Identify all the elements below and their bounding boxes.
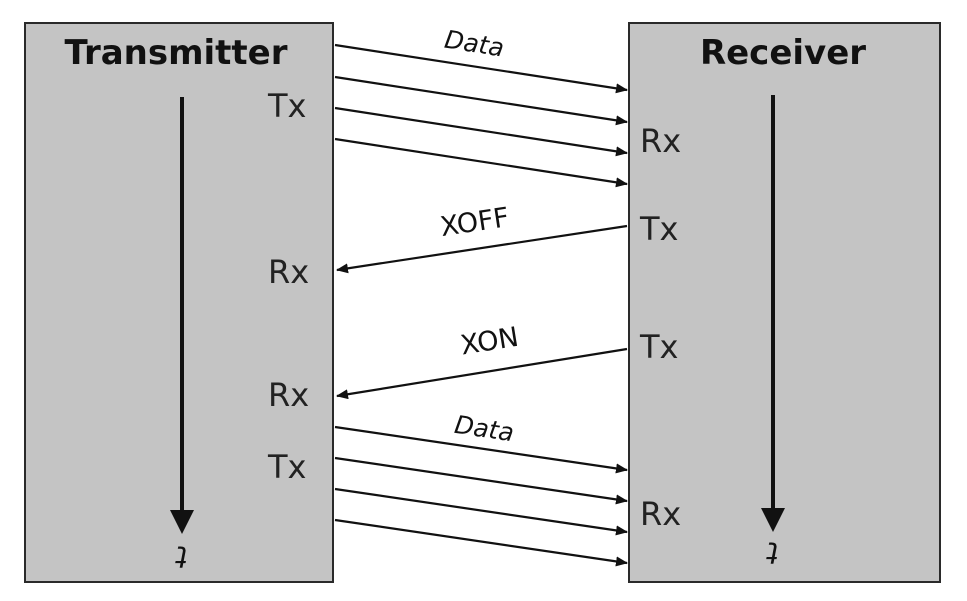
transmitter-port-rx-2: Rx [268,376,309,414]
data-arrow [334,518,628,567]
data-label-1: Data [443,25,506,63]
transmitter-port-tx-2: Tx [267,448,306,486]
data-arrow [334,456,628,505]
data-arrow [334,137,628,188]
data-arrow [334,425,628,474]
transmitter-time-label: t [175,539,188,574]
receiver-port-tx-2: Tx [639,328,678,366]
receiver-time-label: t [766,535,779,570]
receiver-time-arrowhead [761,508,785,532]
data-arrow [334,487,628,536]
receiver-box [628,22,941,583]
data-burst-2 [334,425,628,567]
transmitter-time-arrowhead [170,510,194,534]
data-burst-1 [334,43,628,188]
transmitter-port-rx-1: Rx [268,253,309,291]
transmitter-port-tx-1: Tx [267,87,306,125]
xoff-arrow [336,224,628,274]
receiver-port-rx-1: Rx [640,122,681,160]
transmitter-title: Transmitter [64,33,287,73]
receiver-title: Receiver [700,33,866,73]
receiver-port-tx-1: Tx [639,210,678,248]
xoff-label: XOFF [438,202,511,243]
data-arrow [334,75,628,126]
receiver-port-rx-2: Rx [640,495,681,533]
xon-label: XON [458,322,520,362]
data-label-2: Data [453,410,516,447]
transmitter-box [24,22,334,583]
data-arrow [334,106,628,157]
xon-arrow [336,347,628,400]
data-arrow [334,43,628,94]
